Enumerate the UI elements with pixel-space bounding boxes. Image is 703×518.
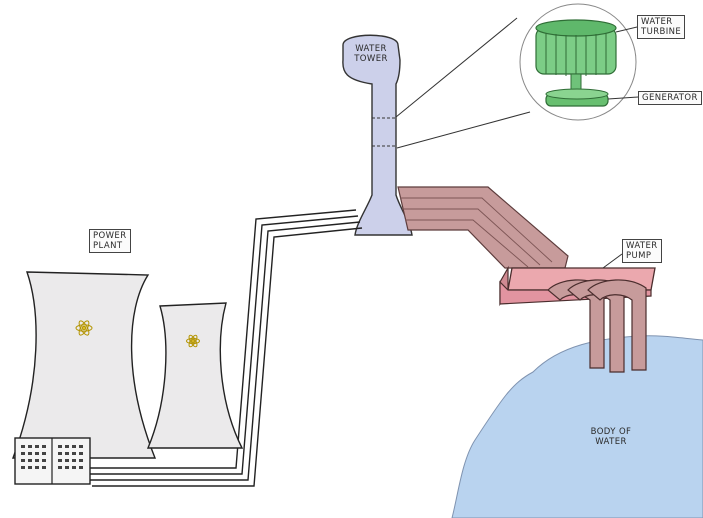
label-water-turbine: Water Turbine	[637, 15, 685, 39]
magnifier-callout-lines	[396, 18, 530, 148]
control-panel-icon	[15, 438, 90, 484]
label-power-plant: Power Plant	[89, 229, 131, 253]
body-of-water	[452, 336, 703, 518]
label-water-pump: Water Pump	[622, 239, 662, 263]
generator	[546, 89, 608, 106]
water-turbine	[536, 20, 616, 76]
pump-leader-line	[603, 254, 622, 268]
label-body-of-water: Body of Water	[582, 427, 640, 447]
label-generator: Generator	[638, 91, 702, 105]
label-water-tower: Water Tower	[345, 44, 397, 64]
cooling-tower-large	[13, 272, 155, 458]
cooling-tower-small	[148, 303, 242, 448]
